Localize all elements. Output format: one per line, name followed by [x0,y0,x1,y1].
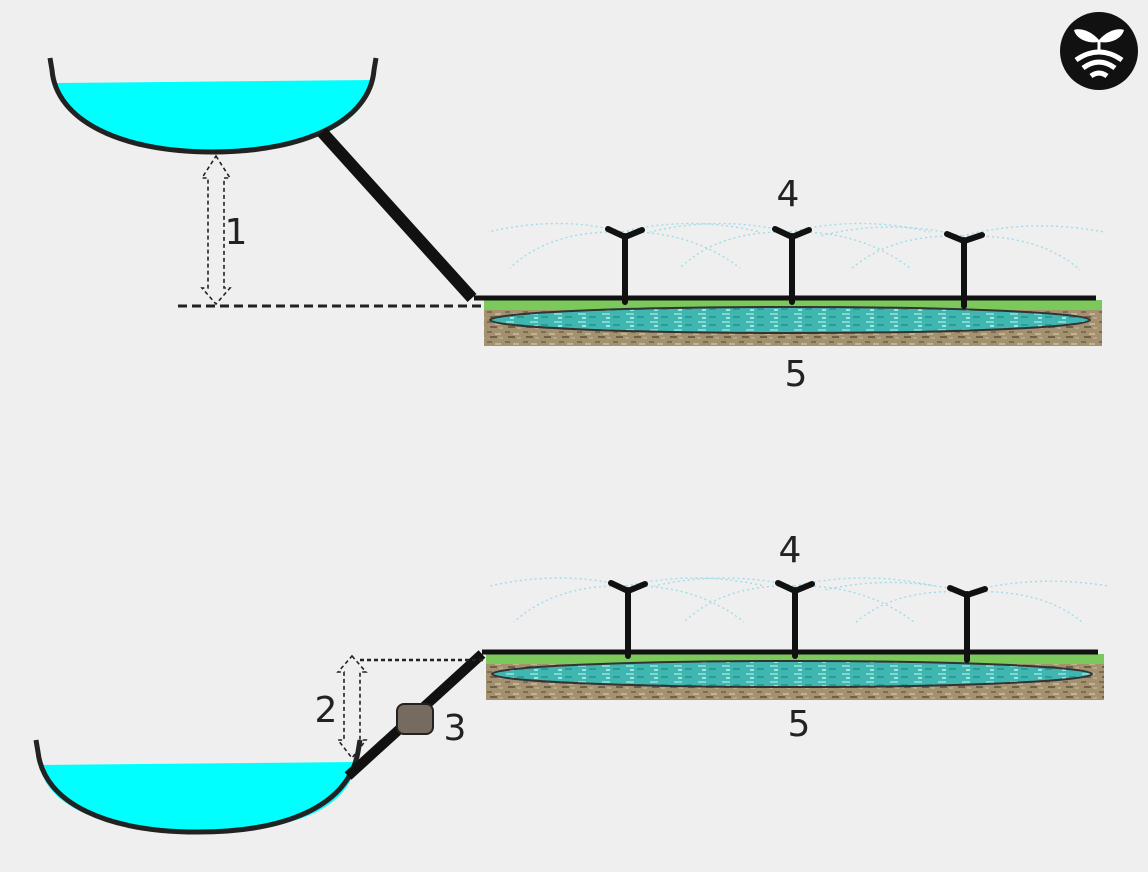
top-scene: 1 4 5 [47,57,1105,395]
top-height-arrow [200,154,232,306]
pump-icon [396,703,434,735]
top-reservoir [47,57,379,155]
label-sprinklers-bottom: 4 [779,530,802,571]
sprinkler-icon [775,580,815,659]
label-field-bottom: 5 [788,704,811,745]
top-field [484,300,1102,346]
label-height-pumped: 2 [315,690,338,731]
bottom-scene: 2 3 4 5 [33,530,1109,835]
label-field-top: 5 [785,354,808,395]
label-pump: 3 [444,708,467,749]
sprinkler-icon [608,580,648,659]
bottom-reservoir [33,739,363,835]
bottom-field [486,654,1104,700]
sprinkler-icon [605,226,645,305]
bottom-height-arrow [336,654,486,760]
sprinkler-icon [772,226,812,305]
label-height-gravity: 1 [225,212,248,253]
label-sprinklers-top: 4 [777,174,800,215]
bottom-spray [489,577,1109,625]
top-supply-pipe [317,127,477,303]
sprinkler-icon [944,231,985,309]
top-spray [487,222,1105,271]
sprinkler-icon [947,585,988,663]
plant-signal-logo-icon [1060,12,1138,90]
